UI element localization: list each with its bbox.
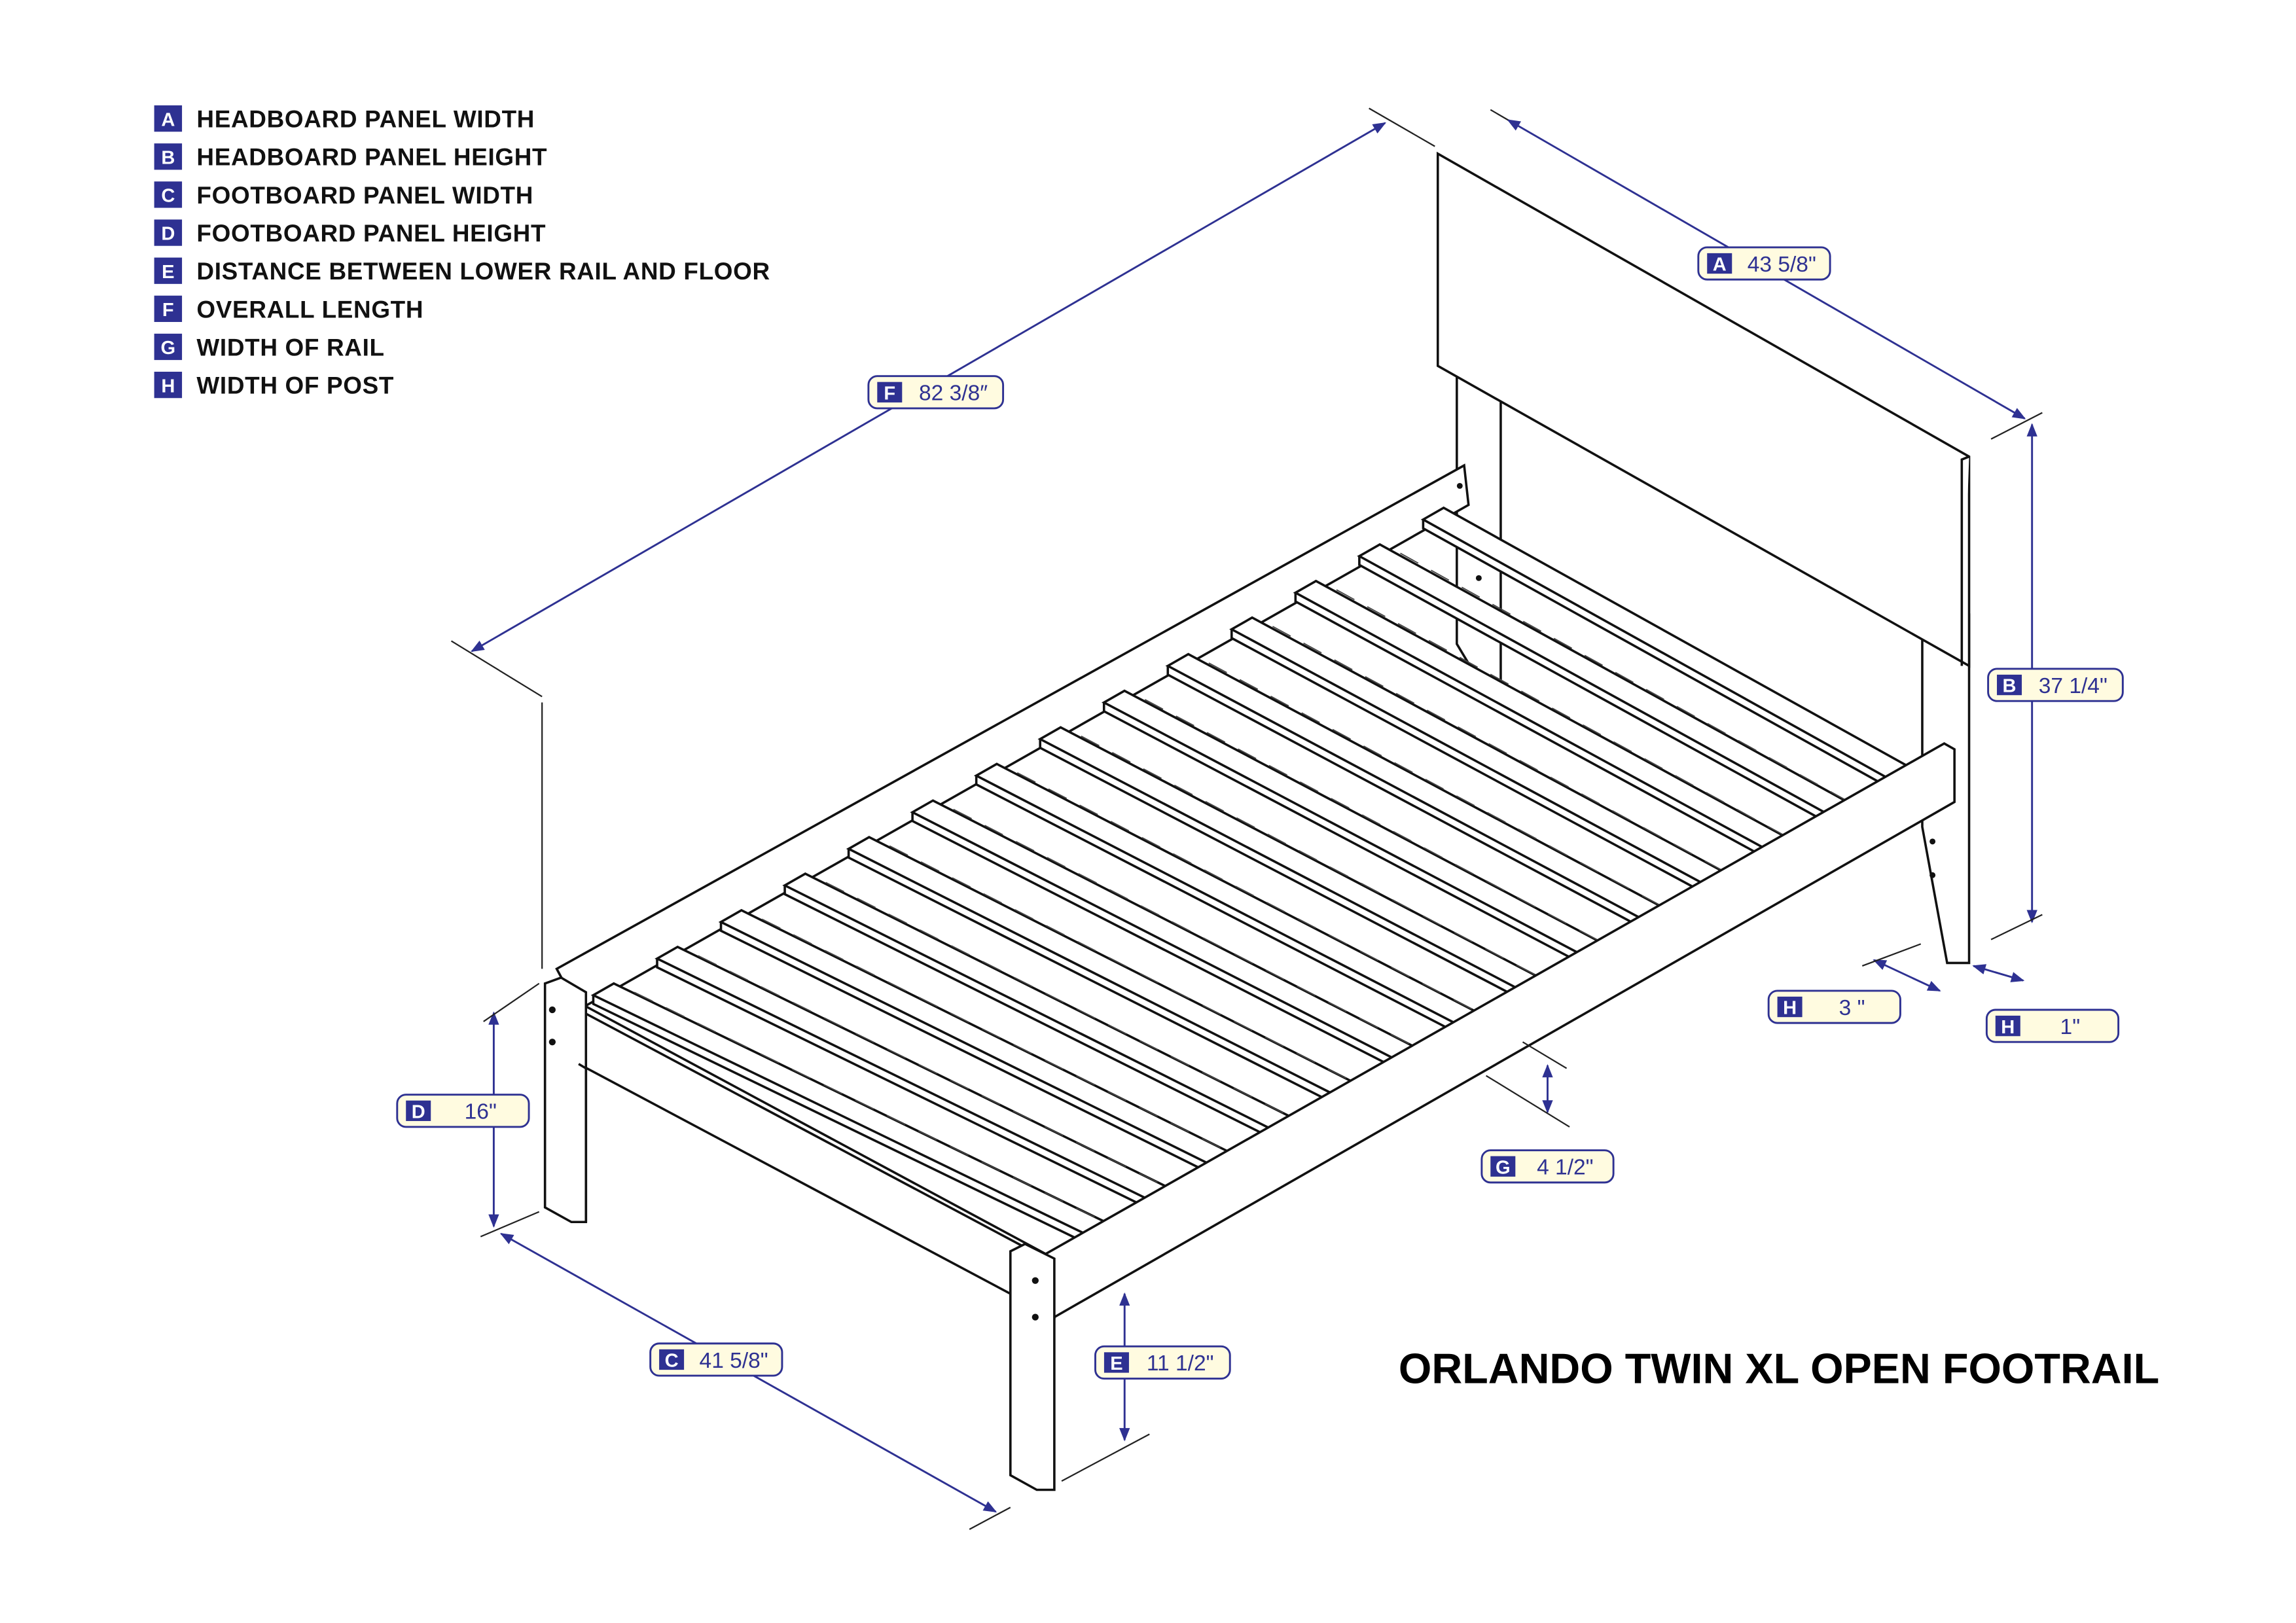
slat bbox=[973, 762, 1482, 1036]
dimension-value: 37 1/4" bbox=[2039, 674, 2108, 698]
dimension-value: 3 " bbox=[1839, 996, 1865, 1020]
product-title: ORLANDO TWIN XL OPEN FOOTRAIL bbox=[1399, 1344, 2159, 1392]
legend-text: HEADBOARD PANEL HEIGHT bbox=[196, 144, 547, 171]
slat bbox=[1037, 726, 1544, 1001]
legend-letter: G bbox=[161, 338, 176, 359]
headboard-panel bbox=[1436, 151, 1971, 668]
legend-letter-badge bbox=[154, 143, 183, 170]
legend-letter: F bbox=[162, 300, 174, 321]
legend-text: WIDTH OF RAIL bbox=[196, 334, 384, 361]
dimension-value: 1" bbox=[2060, 1015, 2081, 1039]
dimension-value: 16" bbox=[465, 1100, 497, 1124]
dimension-label-h1: H 3 " bbox=[1767, 990, 1901, 1024]
dimension-letter: G bbox=[1496, 1157, 1511, 1178]
legend-letter-badge bbox=[154, 333, 183, 361]
dimension-label-d: D 16" bbox=[396, 1094, 530, 1128]
legend-letter-badge bbox=[154, 372, 183, 399]
legend-letter: D bbox=[161, 224, 175, 245]
dimension-lines bbox=[450, 107, 2043, 1530]
dimension-letter: E bbox=[1110, 1353, 1122, 1374]
dimension-letter: D bbox=[412, 1101, 425, 1122]
dimension-labels: A 43 5/8" F 82 3/8″ B 37 1/4" H 3 " H 1" D 16" G 4 1/… bbox=[396, 246, 2124, 1380]
slat bbox=[1102, 689, 1605, 966]
legend-letter-badge bbox=[154, 295, 183, 322]
dimension-value: 43 5/8" bbox=[1748, 253, 1816, 277]
dimension-label-g: G 4 1/2" bbox=[1480, 1149, 1615, 1184]
legend-letter: H bbox=[161, 376, 175, 397]
legend-letter: E bbox=[162, 262, 174, 283]
dimension-value: 4 1/2" bbox=[1537, 1156, 1593, 1180]
legend-text: HEADBOARD PANEL WIDTH bbox=[196, 106, 535, 133]
bed-drawing bbox=[543, 151, 1971, 1491]
legend-letter-badge bbox=[154, 257, 183, 284]
legend-text: FOOTBOARD PANEL HEIGHT bbox=[196, 220, 546, 247]
legend-item: E DISTANCE BETWEEN LOWER RAIL AND FLOOR bbox=[154, 257, 770, 285]
slat bbox=[1357, 543, 1850, 825]
legend-letter-badge bbox=[154, 105, 183, 132]
dimension-label-b: B 37 1/4" bbox=[1987, 668, 2124, 702]
dimension-value: 41 5/8" bbox=[700, 1349, 768, 1373]
slat bbox=[1293, 579, 1789, 860]
slat bbox=[655, 945, 1175, 1213]
legend-text: OVERALL LENGTH bbox=[196, 296, 423, 323]
legend-item: D FOOTBOARD PANEL HEIGHT bbox=[154, 219, 546, 247]
legend-letter: A bbox=[161, 109, 175, 130]
dimension-value: 82 3/8″ bbox=[919, 382, 988, 406]
legend-item: B HEADBOARD PANEL HEIGHT bbox=[154, 143, 547, 171]
legend-item: G WIDTH OF RAIL bbox=[154, 333, 384, 361]
legend-item: C FOOTBOARD PANEL WIDTH bbox=[154, 181, 533, 209]
dimension-letter: H bbox=[2001, 1017, 2015, 1038]
dimension-label-c: C 41 5/8" bbox=[649, 1342, 783, 1377]
dimension-label-a: A 43 5/8" bbox=[1697, 246, 1831, 281]
dimension-letter: H bbox=[1783, 998, 1797, 1019]
dimension-letter: B bbox=[2003, 676, 2017, 697]
legend-item: H WIDTH OF POST bbox=[154, 372, 394, 399]
legend-text: FOOTBOARD PANEL WIDTH bbox=[196, 182, 533, 209]
slat bbox=[782, 872, 1299, 1142]
slat bbox=[910, 799, 1421, 1071]
foot-left-post bbox=[543, 976, 588, 1224]
legend: A HEADBOARD PANEL WIDTH B HEADBOARD PANEL H… bbox=[154, 105, 770, 399]
dimension-letter: F bbox=[884, 383, 895, 404]
legend-item: A HEADBOARD PANEL WIDTH bbox=[154, 105, 535, 133]
legend-letter: B bbox=[161, 147, 175, 168]
dimension-letter: A bbox=[1713, 255, 1727, 276]
dimension-letter: C bbox=[665, 1351, 679, 1372]
dimension-label-f: F 82 3/8″ bbox=[867, 375, 1005, 410]
dimension-label-e: E 11 1/2" bbox=[1094, 1345, 1231, 1380]
legend-item: F OVERALL LENGTH bbox=[154, 295, 423, 323]
legend-text: DISTANCE BETWEEN LOWER RAIL AND FLOOR bbox=[196, 258, 770, 285]
dimension-value: 11 1/2" bbox=[1147, 1351, 1214, 1376]
legend-text: WIDTH OF POST bbox=[196, 372, 394, 399]
dimension-label-h2: H 1" bbox=[1985, 1008, 2120, 1043]
slat bbox=[846, 836, 1359, 1107]
foot-right-post bbox=[1009, 1242, 1056, 1491]
slats bbox=[590, 506, 1912, 1247]
legend-letter: C bbox=[161, 186, 175, 207]
slat bbox=[1165, 652, 1666, 931]
legend-letter-badge bbox=[154, 219, 183, 246]
legend-letter-badge bbox=[154, 181, 183, 208]
